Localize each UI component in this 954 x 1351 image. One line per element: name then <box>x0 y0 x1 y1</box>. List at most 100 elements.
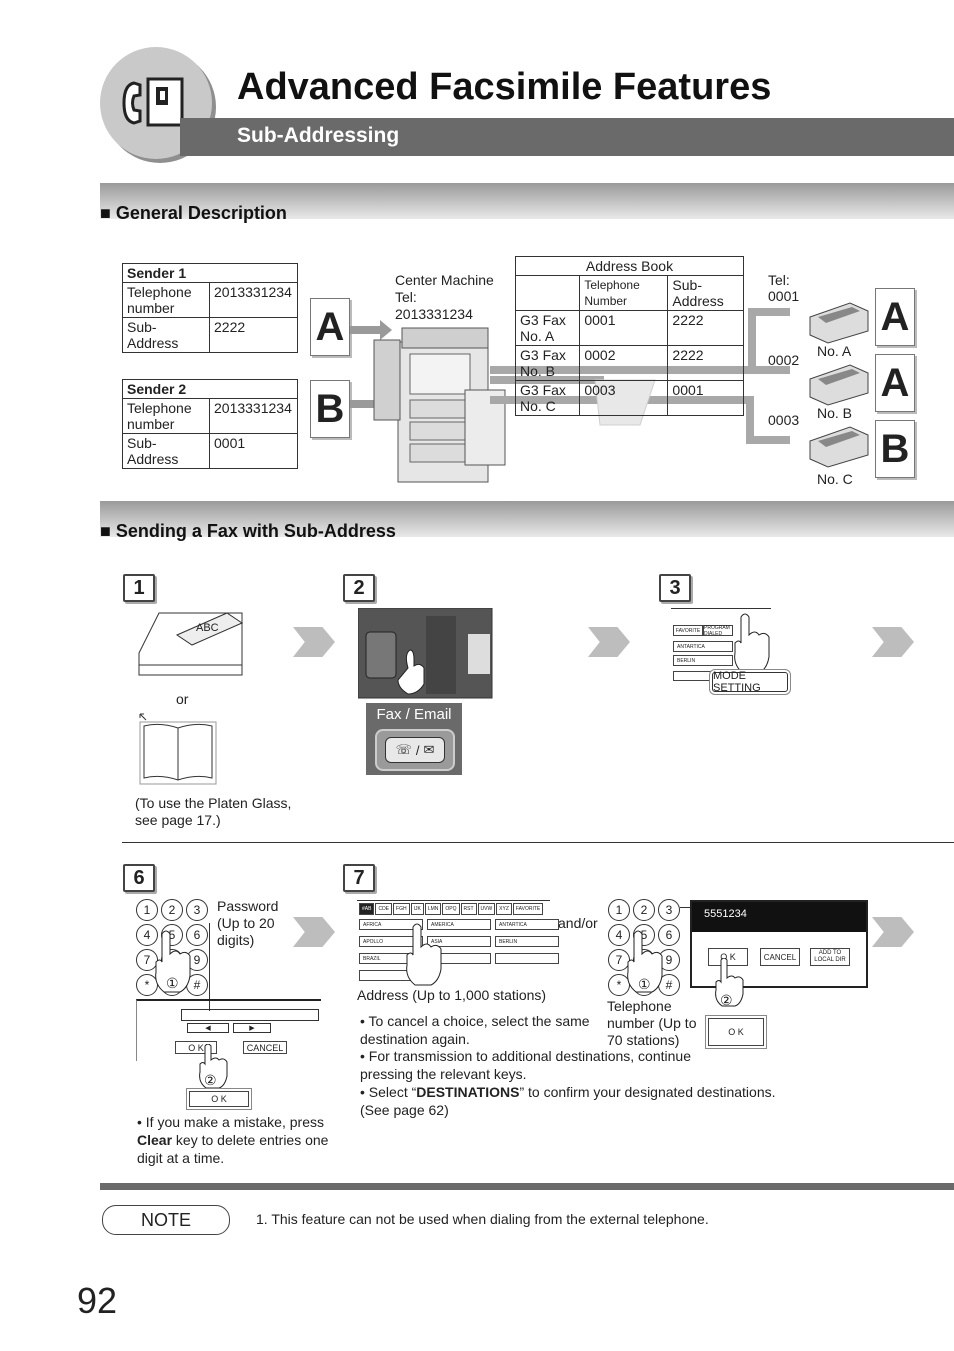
recv-a-letter: A <box>875 288 915 346</box>
subtitle-bar <box>180 118 954 156</box>
list-item[interactable]: ANTARTICA <box>673 641 733 652</box>
center-line3: 2013331234 <box>395 306 473 322</box>
sender1-letter: A <box>310 298 350 356</box>
address-cell[interactable]: ANTARTICA <box>495 919 559 930</box>
general-heading: ■ General Description <box>100 203 287 223</box>
lcd-screen-illustration: FAVORITE PROGRAM DIALED ANTARTICA BERLIN <box>671 608 771 689</box>
ok-key[interactable]: O K <box>189 1091 249 1107</box>
key-6[interactable]: 6 <box>658 924 680 946</box>
pointing-hand-icon <box>406 923 442 986</box>
step-6-number: 6 <box>123 864 155 892</box>
sub-value: 0001 <box>209 433 298 469</box>
key-6[interactable]: 6 <box>186 924 208 946</box>
tab-program-dialed[interactable]: PROGRAM DIALED <box>703 625 733 637</box>
cancel-button[interactable]: CANCEL <box>760 948 800 966</box>
key-7[interactable]: 7 <box>608 949 630 971</box>
step-1-number: 1 <box>123 574 155 602</box>
key-2[interactable]: 2 <box>161 899 183 921</box>
email-icon: ✉ <box>423 742 435 757</box>
ok-key[interactable]: O K <box>708 1018 764 1046</box>
clear-key-name: Clear <box>137 1132 173 1148</box>
chapter-logo <box>100 47 212 159</box>
tab-#ab[interactable]: #AB <box>359 903 375 915</box>
tab-xyz[interactable]: XYZ <box>496 903 512 915</box>
key-4[interactable]: 4 <box>608 924 630 946</box>
number-display: 5551234 <box>692 902 866 932</box>
recv-tel-a: 0001 <box>768 288 800 304</box>
step7-bullet-2: • For transmission to additional destina… <box>360 1048 691 1082</box>
list-item[interactable] <box>673 671 715 681</box>
fax-email-key-label: Fax / Email <box>376 706 452 723</box>
recv-c-letter: B <box>875 420 915 478</box>
tab-cde[interactable]: CDE <box>375 903 393 915</box>
key-3[interactable]: 3 <box>658 899 680 921</box>
recv-tel-label: Tel: <box>768 272 790 288</box>
cursor-left-button[interactable]: ◀ <box>187 1023 229 1033</box>
tab-uvw[interactable]: UVW <box>477 903 496 915</box>
key-3[interactable]: 3 <box>186 899 208 921</box>
pointing-hand-icon <box>155 930 191 993</box>
tab-fgh[interactable]: FGH <box>393 903 410 915</box>
address-cell[interactable] <box>495 953 559 964</box>
sub-value: 2222 <box>209 317 298 353</box>
note-label: NOTE <box>102 1205 230 1235</box>
keypad: 1 2 3 4 5 6 7 8 9 * 0 # <box>608 899 680 996</box>
tab-ijk[interactable]: IJK <box>410 903 424 915</box>
center-line2: Tel: <box>395 289 417 305</box>
address-cell[interactable]: AMERICA <box>427 919 491 930</box>
divider <box>122 842 954 843</box>
page-subtitle: Sub-Addressing <box>237 124 400 147</box>
password-field[interactable] <box>181 1009 319 1021</box>
page-number: 92 <box>77 1280 118 1321</box>
key-1[interactable]: 1 <box>608 899 630 921</box>
address-cell[interactable]: BERLIN <box>495 936 559 947</box>
step6-circle1: ① <box>166 975 179 991</box>
step6-note: • If you make a mistake, press Clear key… <box>137 1114 329 1166</box>
telephone-label: Telephone number (Up to 70 stations) <box>607 998 697 1048</box>
tab-favorite[interactable]: FAVORITE <box>512 903 544 915</box>
cursor-right-button[interactable]: ▶ <box>233 1023 271 1033</box>
recv-b-letter: A <box>875 354 915 412</box>
tab-favorite[interactable]: FAVORITE <box>673 625 703 636</box>
add-to-local-dir-button[interactable]: ADD TO LOCAL DIR <box>810 948 850 966</box>
tab-lmn[interactable]: LMN <box>424 903 442 915</box>
key-4[interactable]: 4 <box>136 924 158 946</box>
tel-label: Telephone number <box>122 398 210 434</box>
step7-circle1: ① <box>638 976 651 992</box>
cancel-button[interactable]: CANCEL <box>243 1041 287 1054</box>
address-label: Address (Up to 1,000 stations) <box>357 987 547 1003</box>
step-3-number: 3 <box>659 574 691 602</box>
address-cell[interactable]: AFRICA <box>359 919 423 930</box>
step7-bullet-1: • To cancel a choice, select the same de… <box>360 1013 590 1047</box>
tab-rst[interactable]: RST <box>460 903 477 915</box>
fax-email-key-panel: Fax / Email ☏ / ✉ <box>366 703 462 775</box>
address-cell[interactable]: ASIA <box>427 936 491 947</box>
sender2-name: Sender 2 <box>122 379 298 399</box>
fax-email-key[interactable]: ☏ / ✉ <box>375 729 455 771</box>
fax-icon: ☏ <box>395 742 412 757</box>
platen-book-illustration <box>139 713 217 785</box>
sending-heading: ■ Sending a Fax with Sub-Address <box>100 521 396 541</box>
recv-name-c: No. C <box>817 471 853 487</box>
tab-opq[interactable]: OPQ <box>442 903 460 915</box>
password-label: Password (Up to 20 digits) <box>217 898 279 948</box>
col-subaddress: Sub-Address <box>667 275 744 311</box>
leader-line <box>209 923 210 1011</box>
note-text: 1. This feature can not be used when dia… <box>256 1211 709 1227</box>
and-or-label: and/or <box>558 915 598 931</box>
address-cell[interactable]: APOLLO <box>359 936 423 947</box>
key-1[interactable]: 1 <box>136 899 158 921</box>
next-arrow <box>872 917 914 947</box>
mode-setting-button[interactable]: MODE SETTING <box>712 670 788 694</box>
ok-button[interactable]: O K <box>708 948 748 966</box>
sub-label: Sub-Address <box>122 433 210 469</box>
key-7[interactable]: 7 <box>136 949 158 971</box>
address-book-title: Address Book <box>515 256 744 276</box>
list-item[interactable]: BERLIN <box>673 655 733 666</box>
key-2[interactable]: 2 <box>633 899 655 921</box>
fax-phone-icon <box>122 77 184 127</box>
next-arrow <box>872 627 914 657</box>
key-separator: / <box>415 742 420 758</box>
